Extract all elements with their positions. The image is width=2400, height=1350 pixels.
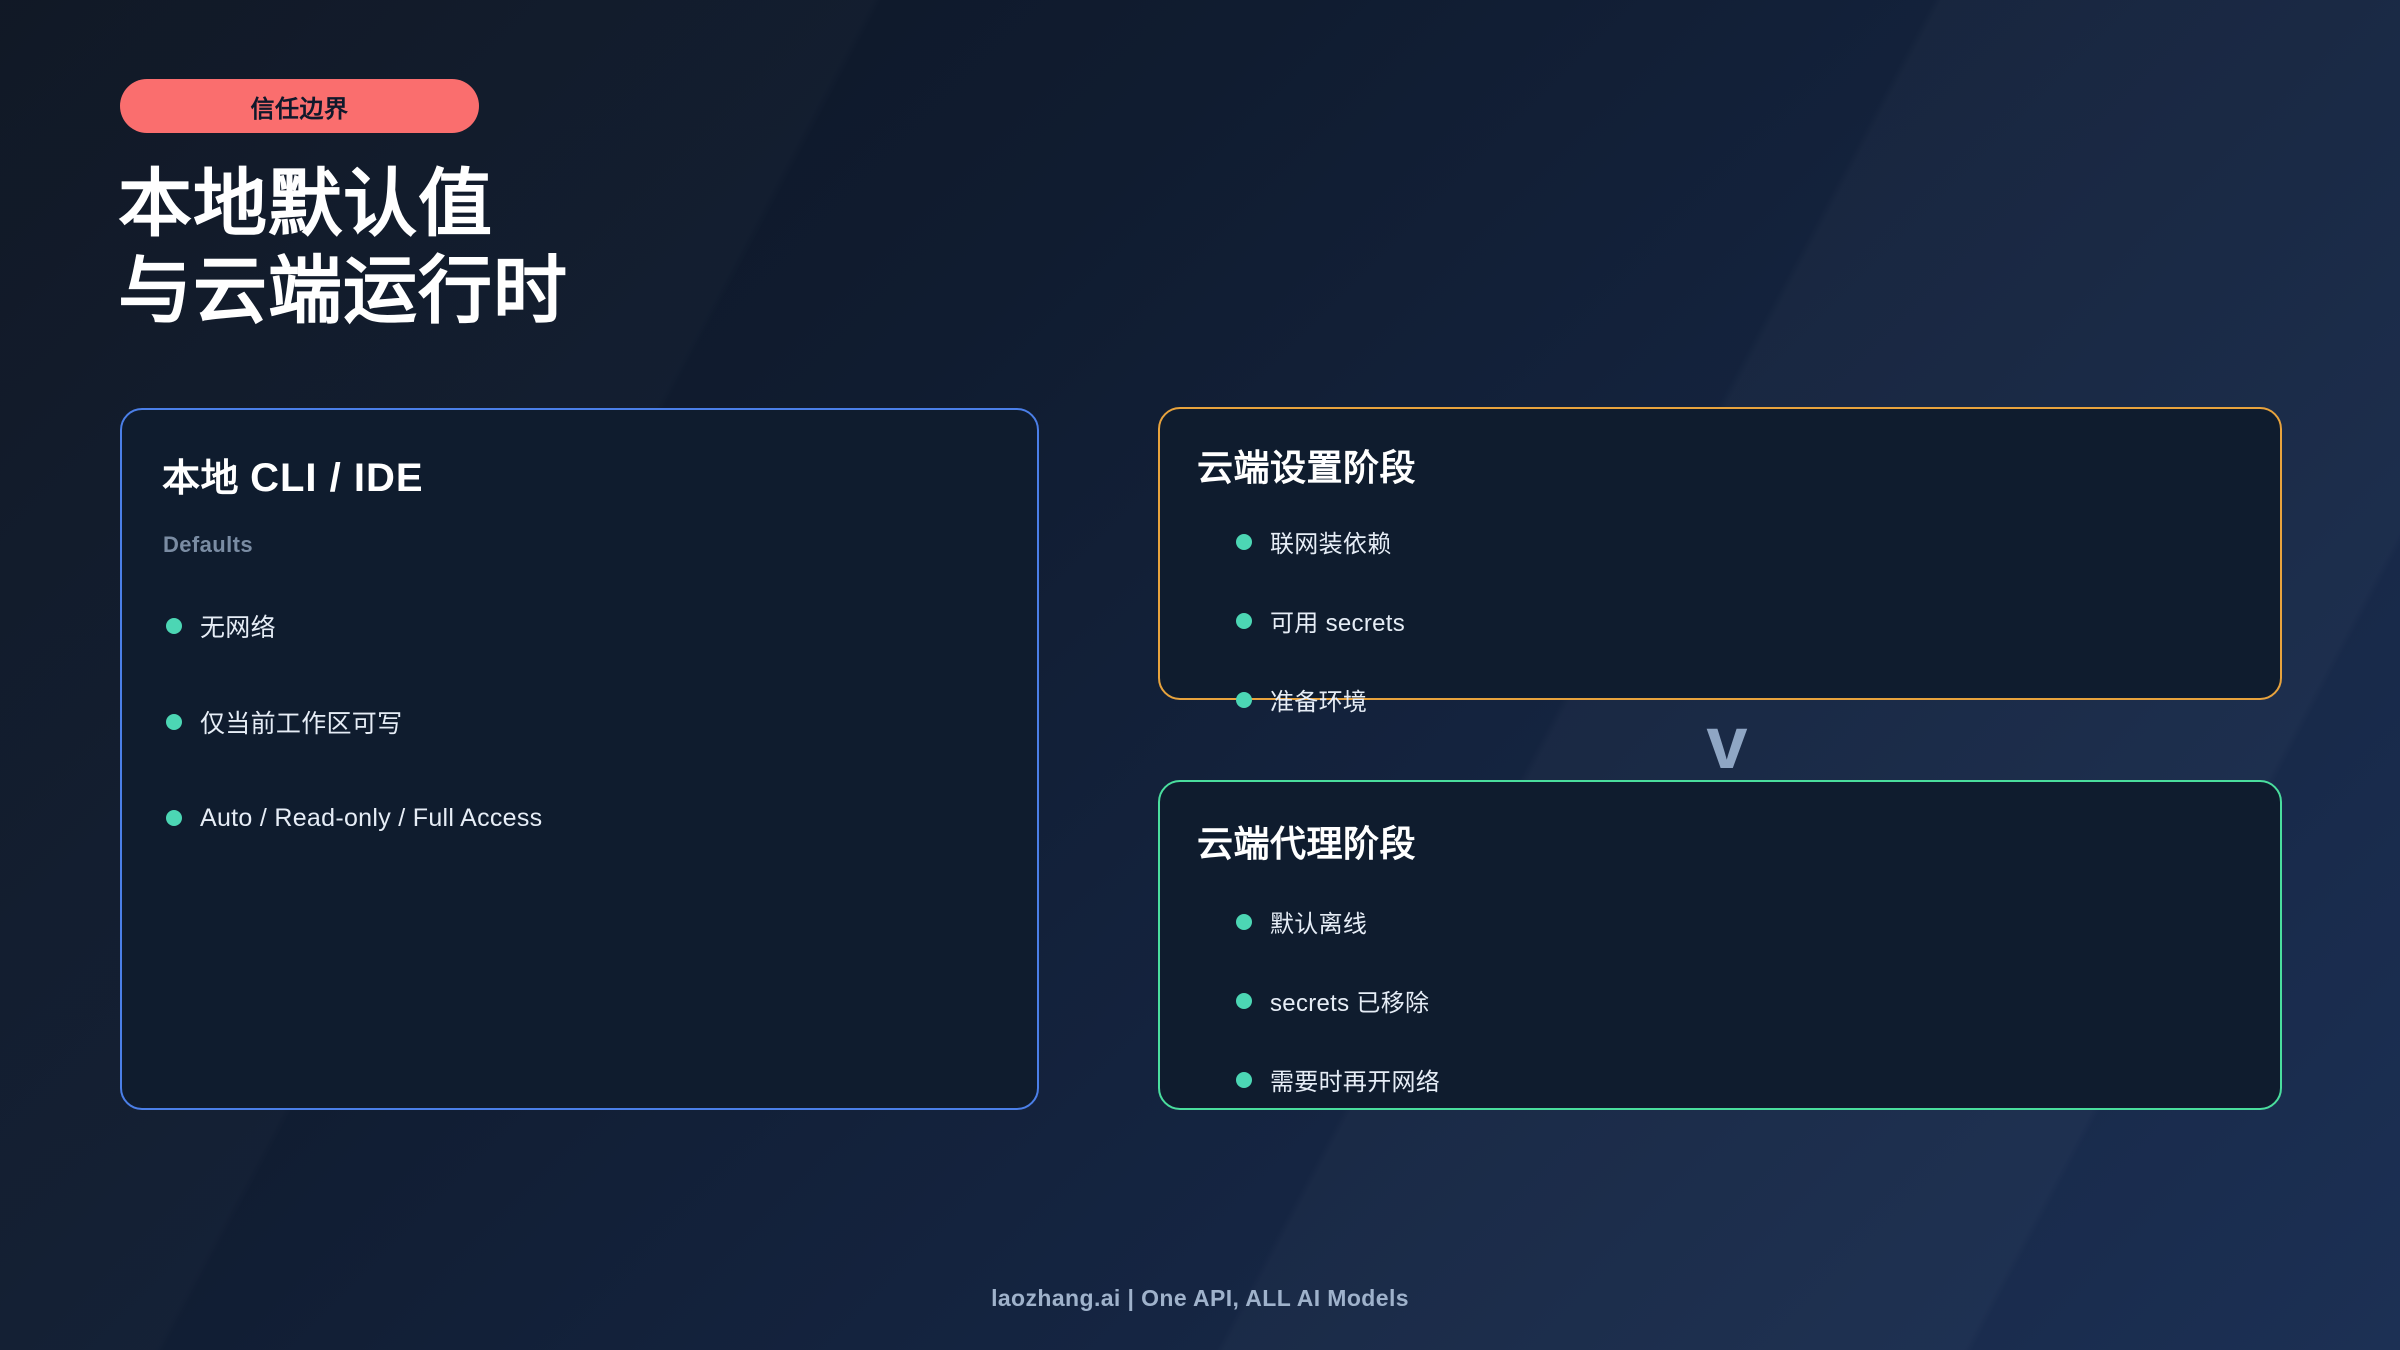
card-cloud-setup-bullet-list: 联网装依赖 可用 secrets 准备环境	[1236, 502, 2356, 739]
list-item-label: 无网络	[200, 614, 276, 642]
chevron-down-icon: v	[1692, 706, 1762, 780]
list-item-label: 可用 secrets	[1270, 610, 1406, 637]
bullet-dot-icon	[1236, 691, 1252, 708]
bullet-dot-icon	[166, 714, 182, 730]
list-item-label: 默认离线	[1270, 911, 1368, 938]
list-item-label: secrets 已移除	[1270, 990, 1430, 1017]
list-item: Auto / Read-only / Full Access	[166, 770, 1081, 866]
bullet-dot-icon	[166, 810, 182, 826]
card-local-sublabel: Defaults	[163, 532, 253, 557]
card-cloud-agent-title: 云端代理阶段	[1197, 823, 1417, 864]
bullet-dot-icon	[1236, 612, 1252, 629]
trust-boundary-badge: 信任边界	[120, 79, 479, 133]
list-item: 准备环境	[1236, 660, 2356, 739]
card-local-title-cn: 本地	[162, 458, 240, 500]
page-title: 本地默认值 与云端运行时	[118, 160, 568, 335]
card-cloud-setup-body: 云端设置阶段 联网装依赖 可用 secrets 准备环境	[1160, 409, 2280, 716]
card-local-body: 本地 CLI / IDE Defaults 无网络 仅当前工作区可写 Auto …	[122, 410, 1037, 1108]
card-cloud-agent: 云端代理阶段 默认离线 secrets 已移除 需要时再开网络	[1158, 780, 2282, 1110]
list-item: 仅当前工作区可写	[166, 674, 1081, 770]
bullet-dot-icon	[1236, 913, 1252, 930]
card-cloud-setup-title: 云端设置阶段	[1197, 447, 1417, 488]
list-item: 默认离线	[1236, 882, 2356, 961]
list-item-label: 联网装依赖	[1270, 531, 1392, 558]
list-item-label: 准备环境	[1270, 689, 1368, 716]
card-cloud-agent-body: 云端代理阶段 默认离线 secrets 已移除 需要时再开网络	[1160, 782, 2280, 1108]
chevron-glyph: v	[1706, 701, 1748, 784]
list-item: 需要时再开网络	[1236, 1040, 2356, 1119]
headline-line-2: 与云端运行时	[118, 249, 568, 333]
bullet-dot-icon	[166, 618, 182, 634]
headline-line-1: 本地默认值	[118, 162, 493, 245]
bullet-dot-icon	[1236, 992, 1252, 1009]
list-item: 联网装依赖	[1236, 502, 2356, 581]
card-local-title-mono: CLI / IDE	[250, 456, 424, 500]
list-item-label: 仅当前工作区可写	[200, 710, 403, 738]
list-item-label: 需要时再开网络	[1270, 1069, 1441, 1096]
card-local-cli-ide: 本地 CLI / IDE Defaults 无网络 仅当前工作区可写 Auto …	[120, 408, 1039, 1110]
card-cloud-setup: 云端设置阶段 联网装依赖 可用 secrets 准备环境	[1158, 407, 2282, 716]
list-item: 可用 secrets	[1236, 581, 2356, 660]
card-cloud-agent-bullet-list: 默认离线 secrets 已移除 需要时再开网络	[1236, 882, 2356, 1119]
card-local-title: 本地 CLI / IDE	[162, 447, 424, 502]
badge-label: 信任边界	[250, 95, 349, 123]
card-local-bullet-list: 无网络 仅当前工作区可写 Auto / Read-only / Full Acc…	[166, 578, 1081, 866]
bullet-dot-icon	[1236, 533, 1252, 550]
footer-branding: laozhang.ai | One API, ALL AI Models	[991, 1285, 1409, 1311]
list-item-label: Auto / Read-only / Full Access	[200, 803, 543, 832]
bullet-dot-icon	[1236, 1071, 1252, 1088]
list-item: 无网络	[166, 578, 1081, 674]
list-item: secrets 已移除	[1236, 961, 2356, 1040]
